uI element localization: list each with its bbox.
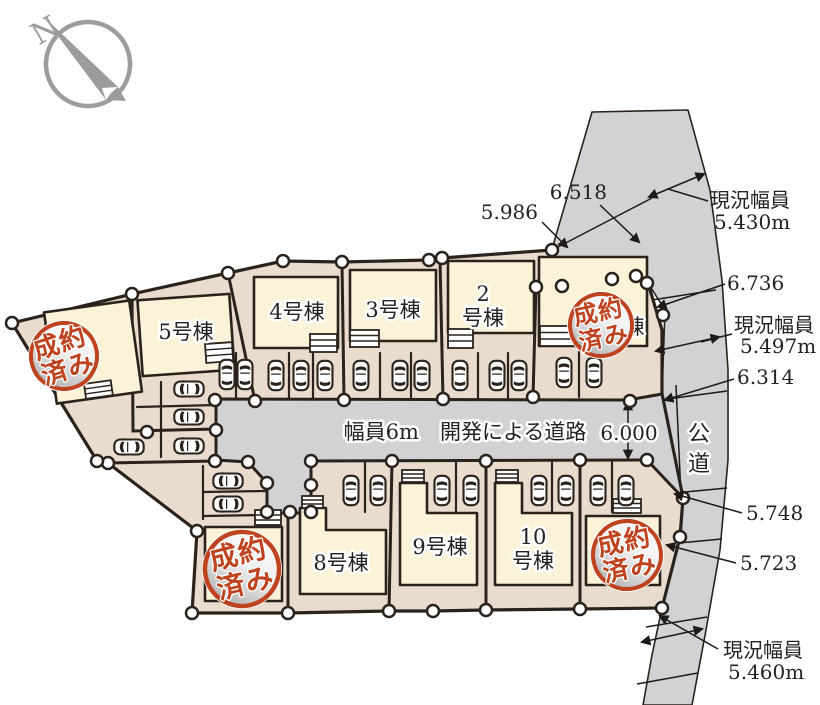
car-icon — [342, 474, 360, 507]
compass: N — [25, 9, 133, 109]
compass-north-label: N — [25, 9, 65, 52]
label-building-9: 9号棟 — [412, 535, 467, 559]
car-icon — [292, 359, 310, 392]
label-building-3: 3号棟 — [365, 298, 420, 322]
car-icon — [211, 495, 245, 513]
car-icon — [555, 356, 573, 389]
label-measure-5723: 5.723 — [740, 551, 797, 575]
building-2 — [446, 259, 536, 335]
label-building-8: 8号棟 — [313, 551, 368, 575]
sold-stamp-text-line2: 済み — [38, 346, 99, 392]
label-building-10-line1: 10 — [520, 525, 547, 549]
building-8 — [298, 506, 388, 596]
car-icon — [617, 474, 635, 507]
label-genkyo1: 現況幅員 — [710, 188, 790, 212]
car-icon — [236, 358, 254, 391]
label-measure-6736: 6.736 — [727, 271, 784, 295]
label-road-width-6000: 6.000 — [600, 421, 657, 445]
label-building-10-line2: 号棟 — [512, 549, 554, 573]
compass-needle-icon — [43, 16, 118, 100]
label-measure-5986: 5.986 — [481, 200, 538, 224]
boundary-point-dots — [4, 242, 691, 621]
label-building-2-line2: 号棟 — [462, 306, 504, 330]
label-genkyo1-value: 5.430m — [714, 210, 790, 234]
car-icon — [530, 474, 548, 507]
label-genkyo2-value: 5.497m — [740, 334, 816, 358]
label-measure-6518: 6.518 — [550, 180, 607, 204]
car-icon — [211, 472, 245, 490]
label-development-road: 幅員6m 開発による道路 — [344, 420, 587, 444]
building-labels: 5号棟 4号棟 3号棟 2 号棟 棟 8号棟 9号棟 10 号棟 — [156, 280, 647, 578]
car-icon — [172, 408, 206, 426]
entrance-steps — [82, 325, 642, 526]
car-icon — [462, 474, 480, 507]
label-measure-6314: 6.314 — [737, 365, 794, 389]
sold-stamp-lot7: 成約 済み — [202, 529, 282, 609]
car-icon — [391, 359, 409, 392]
building-9 — [398, 481, 479, 587]
label-building-4: 4号棟 — [269, 300, 324, 324]
car-icon — [413, 359, 431, 392]
car-icon — [172, 380, 206, 398]
label-genkyo3-value: 5.460m — [728, 660, 804, 684]
building-10 — [493, 481, 574, 587]
car-icon — [218, 358, 236, 391]
compass-circle-icon — [43, 19, 133, 109]
measurement-annotations: 5.986 6.518 現況幅員 5.430m 6.736 現況幅員 5.497… — [481, 172, 816, 684]
car-icon — [589, 474, 607, 507]
compass-needle-tail-icon — [106, 87, 126, 101]
label-measure-5748: 5.748 — [746, 501, 803, 525]
label-genkyo2: 現況幅員 — [734, 313, 814, 337]
car-icon — [172, 437, 206, 455]
car-icon — [451, 359, 469, 392]
car-icon — [510, 359, 528, 392]
car-icon — [488, 359, 506, 392]
label-public-road-char2: 道 — [688, 452, 710, 477]
label-building-5: 5号棟 — [158, 320, 213, 344]
car-icon — [433, 474, 451, 507]
car-icon — [585, 356, 603, 389]
car-icon — [352, 359, 370, 392]
car-icon — [316, 359, 334, 392]
label-public-road-char1: 公 — [688, 422, 710, 447]
sold-stamp-lot6: 成約 済み — [28, 319, 100, 393]
car-icon — [369, 474, 387, 507]
car-icon — [112, 438, 146, 456]
label-building-2-line1: 2 — [476, 282, 489, 306]
label-genkyo3: 現況幅員 — [723, 638, 803, 662]
car-icon — [267, 359, 285, 392]
lot-divider-lines — [106, 257, 582, 615]
car-icon — [557, 474, 575, 507]
parking-stall-lines — [135, 350, 614, 521]
sold-stamp-lot11: 成約 済み — [590, 518, 664, 592]
